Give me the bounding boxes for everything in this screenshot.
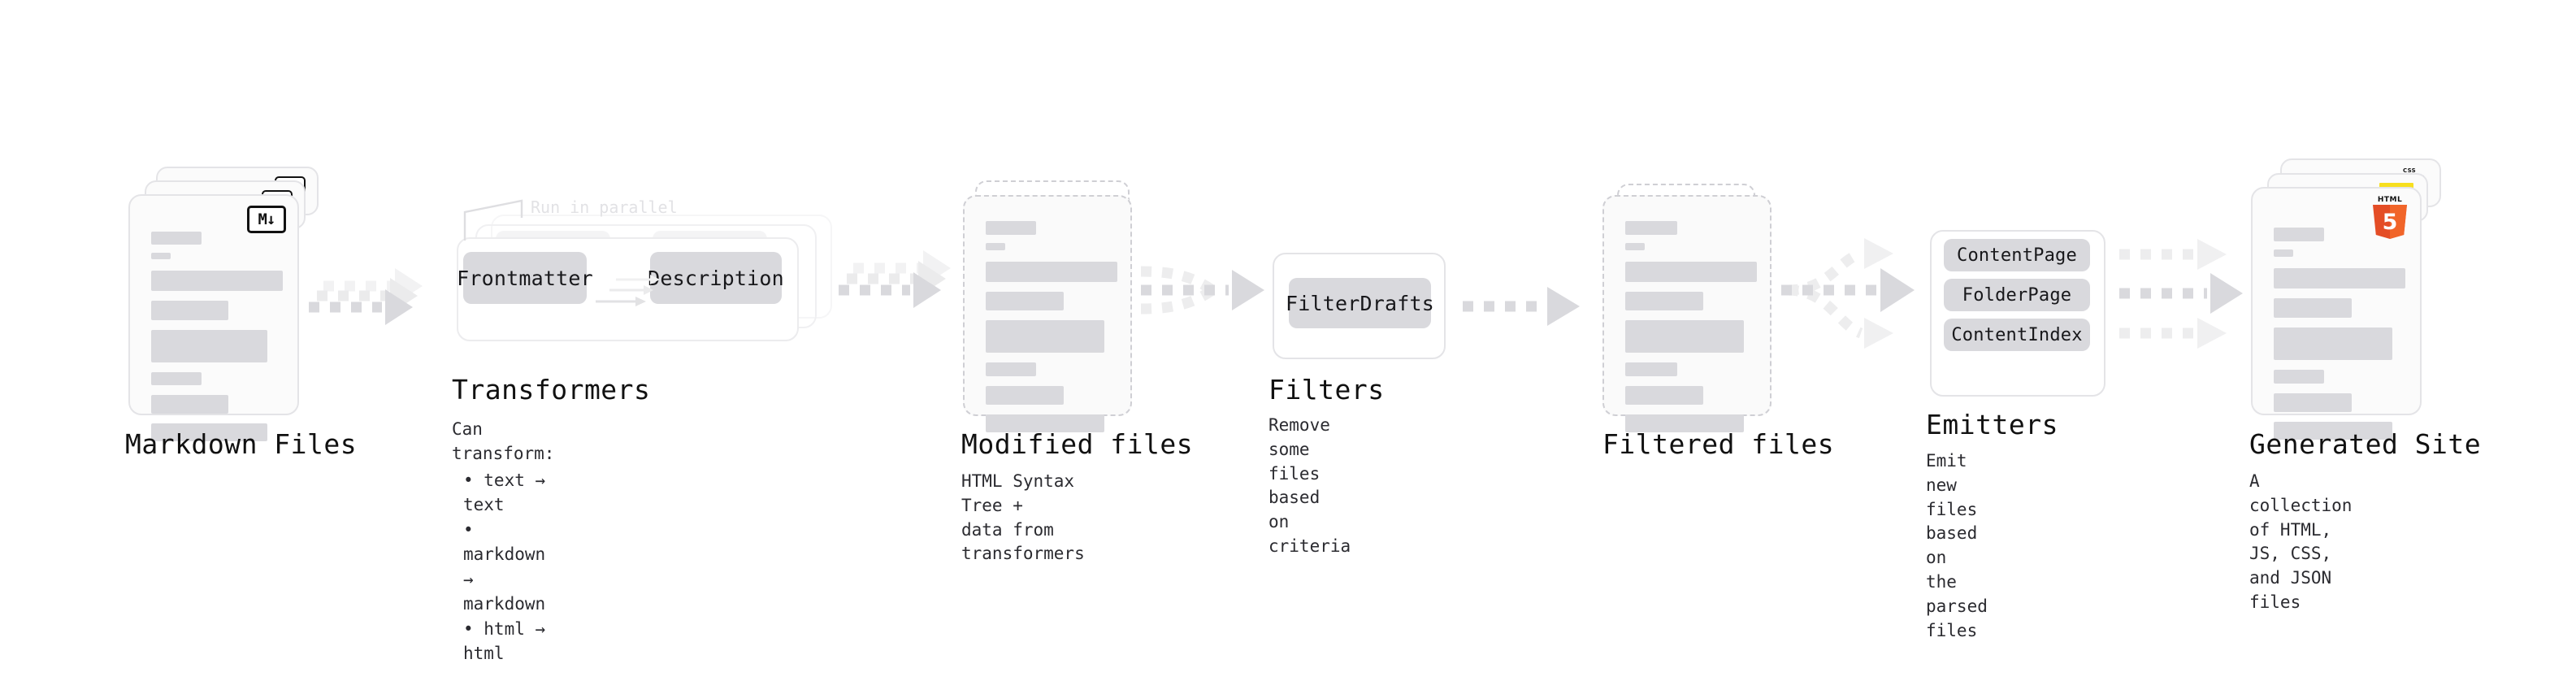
skeleton-line (2274, 370, 2324, 384)
stage-subtitle-emitters: Emit new files based on the parsed files (1926, 451, 1988, 640)
transformers-bullet: • text → text (463, 470, 546, 515)
skeleton-line (986, 292, 1064, 310)
skeleton-line (1625, 292, 1703, 310)
skeleton-line (986, 386, 1064, 405)
emitter-chip-contentpage[interactable]: ContentPage (1944, 239, 2090, 271)
skeleton-line (2274, 327, 2392, 360)
skeleton-line (1625, 243, 1645, 250)
run-in-parallel-label: Run in parallel (531, 197, 678, 217)
transformers-bullet: • html → html (463, 618, 546, 663)
skeleton-line (1625, 262, 1757, 282)
transformer-chip-description[interactable]: Description (648, 252, 784, 304)
skeleton-line (2274, 393, 2352, 412)
skeleton-line (2274, 228, 2324, 241)
skeleton-line (151, 232, 202, 245)
card-skeleton (151, 232, 283, 449)
skeleton-line (2274, 298, 2352, 318)
skeleton-line (986, 262, 1117, 282)
skeleton-line (986, 414, 1104, 432)
stage-subtitle-generated-site: A collection of HTML, JS, CSS, and JSON … (2249, 471, 2353, 613)
arrow-filters-to-filtered (1463, 287, 1580, 326)
stage-title-filtered-files: Filtered files (1602, 428, 1835, 460)
card-skeleton (986, 221, 1117, 440)
skeleton-line (2274, 422, 2392, 440)
emitter-chip-folderpage[interactable]: FolderPage (1944, 279, 2090, 311)
skeleton-line (986, 243, 1005, 250)
emitter-chip-contentindex[interactable]: ContentIndex (1944, 319, 2090, 351)
stage-subtitle-modified-files: HTML Syntax Tree + data from transformer… (961, 471, 1085, 564)
skeleton-line (151, 423, 267, 441)
skeleton-line (1625, 386, 1703, 405)
skeleton-line (2274, 268, 2405, 288)
skeleton-line (1625, 221, 1677, 235)
skeleton-line (986, 362, 1036, 376)
stage-title-markdown-files: Markdown Files (125, 428, 358, 460)
skeleton-line (151, 301, 228, 320)
html5-shield: 5 (2373, 205, 2407, 239)
skeleton-line (151, 372, 202, 385)
site-card-front: HTML 5 (2251, 187, 2422, 440)
filtered-card-front (1602, 195, 1772, 432)
arrow-modified-to-filters-merge (1140, 266, 1264, 314)
transformer-chip-frontmatter[interactable]: Frontmatter (457, 252, 593, 304)
modified-card-front (963, 195, 1132, 432)
arrow-filtered-to-emitters-fanout (1781, 238, 1915, 349)
skeleton-line (151, 253, 171, 259)
markdown-logo-icon: M↓ (247, 206, 286, 233)
card-skeleton (1625, 221, 1757, 440)
stage-subtitle-filters: Remove some files based on criteria (1268, 415, 1351, 557)
html5-icon: HTML 5 (2371, 197, 2409, 239)
skeleton-line (151, 271, 283, 291)
card-skeleton (2274, 228, 2405, 448)
skeleton-line (2274, 249, 2293, 257)
html5-digit: 5 (2382, 209, 2398, 235)
transformers-bullet: • markdown → markdown (463, 519, 546, 614)
stage-title-transformers: Transformers (452, 374, 651, 406)
stage-title-modified-files: Modified files (961, 428, 1194, 460)
skeleton-line (151, 330, 267, 362)
stage-title-filters: Filters (1268, 374, 1385, 406)
skeleton-line (1625, 362, 1677, 376)
markdown-card-front: M↓ (128, 194, 299, 441)
arrow-emitters-to-site (2119, 239, 2243, 349)
stage-title-generated-site: Generated Site (2249, 428, 2482, 460)
transformers-description: Can transform: • text → text • markdown … (452, 417, 554, 666)
filter-chip-filterdrafts[interactable]: FilterDrafts (1286, 278, 1434, 328)
skeleton-line (986, 221, 1036, 235)
skeleton-line (986, 320, 1104, 353)
skeleton-line (1625, 414, 1744, 432)
transformers-lead: Can transform: (452, 419, 555, 464)
stage-title-emitters: Emitters (1926, 409, 2058, 440)
html5-label: HTML (2377, 196, 2403, 204)
arrow-transformers-to-modified (839, 250, 951, 308)
skeleton-line (1625, 320, 1744, 353)
arrow-markdown-to-transformers (309, 268, 423, 325)
css-label: CSS (2403, 167, 2416, 174)
skeleton-line (151, 395, 228, 414)
